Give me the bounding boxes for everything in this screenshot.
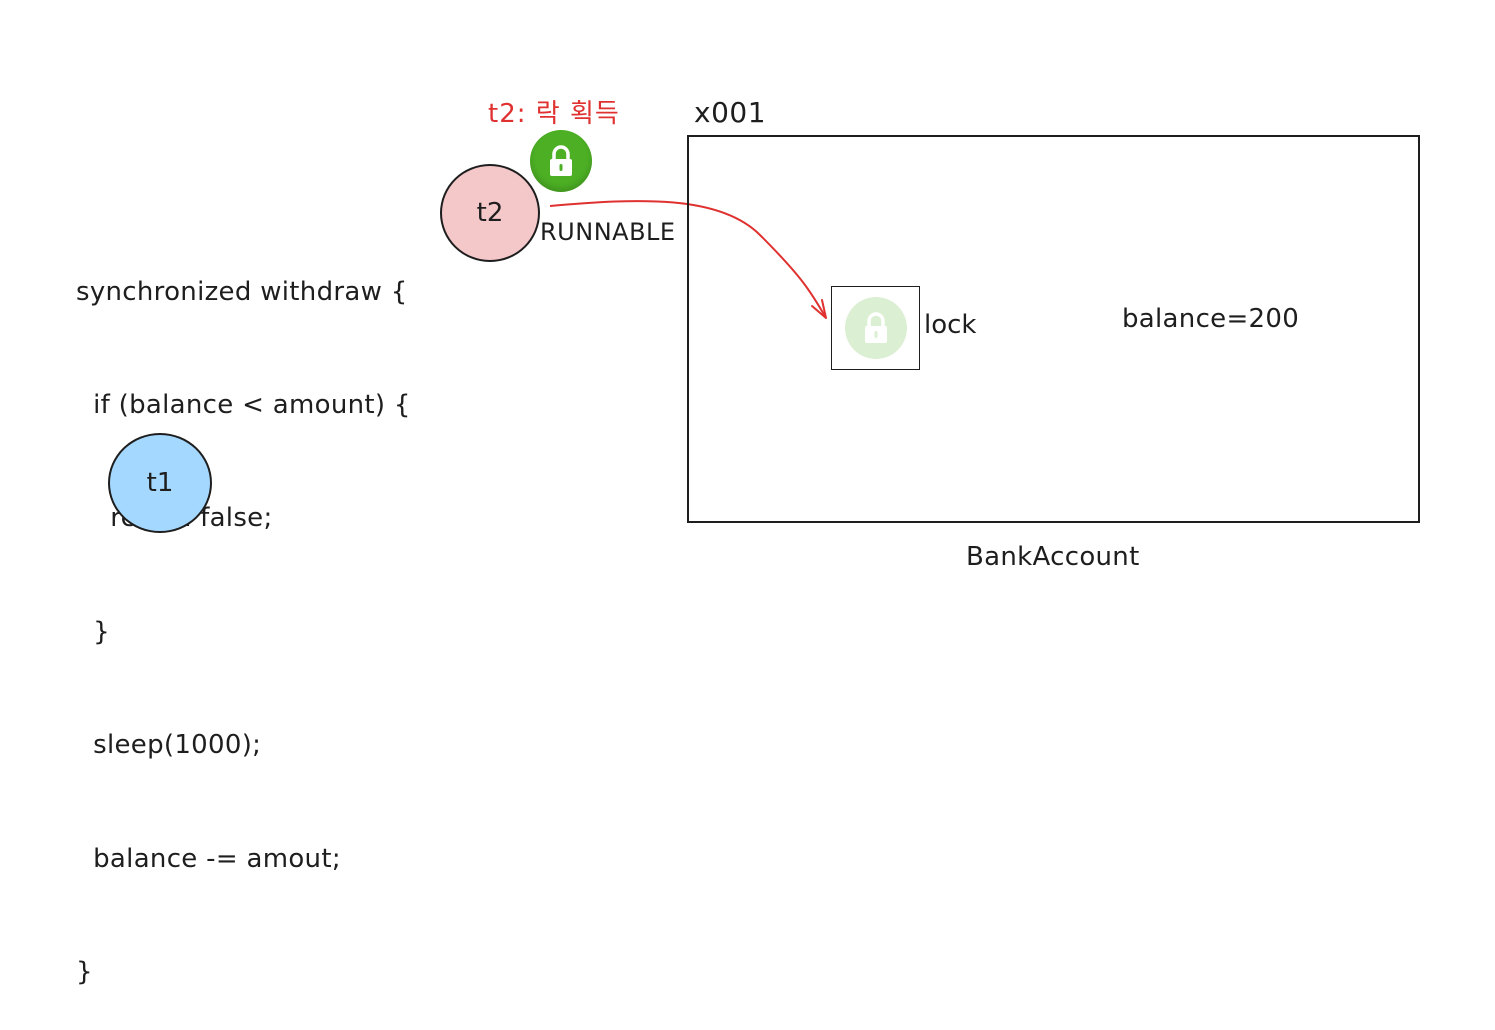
thread-t2-label: t2 bbox=[476, 198, 504, 228]
bank-account-object bbox=[687, 135, 1420, 523]
code-line: } bbox=[76, 956, 93, 987]
acquired-lock-icon bbox=[530, 130, 592, 192]
class-name: BankAccount bbox=[966, 542, 1140, 572]
object-lock-label: lock bbox=[924, 310, 977, 340]
method-code: synchronized withdraw { if (balance < am… bbox=[76, 198, 411, 1030]
t2-status: RUNNABLE bbox=[540, 218, 676, 246]
code-line: balance -= amout; bbox=[76, 843, 341, 874]
thread-t1-label: t1 bbox=[146, 468, 174, 498]
code-line: sleep(1000); bbox=[76, 730, 262, 761]
balance-field: balance=200 bbox=[1122, 304, 1300, 334]
object-lock-box bbox=[831, 286, 920, 370]
code-line: } bbox=[76, 616, 110, 647]
object-address: x001 bbox=[694, 96, 767, 129]
thread-t2: t2 bbox=[440, 164, 540, 262]
code-line: synchronized withdraw { bbox=[76, 276, 408, 307]
object-lock-icon bbox=[845, 297, 907, 359]
lock-acquired-label: t2: 락 획득 bbox=[488, 99, 620, 129]
code-line: if (balance < amount) { bbox=[76, 389, 411, 420]
thread-t1: t1 bbox=[108, 433, 212, 533]
